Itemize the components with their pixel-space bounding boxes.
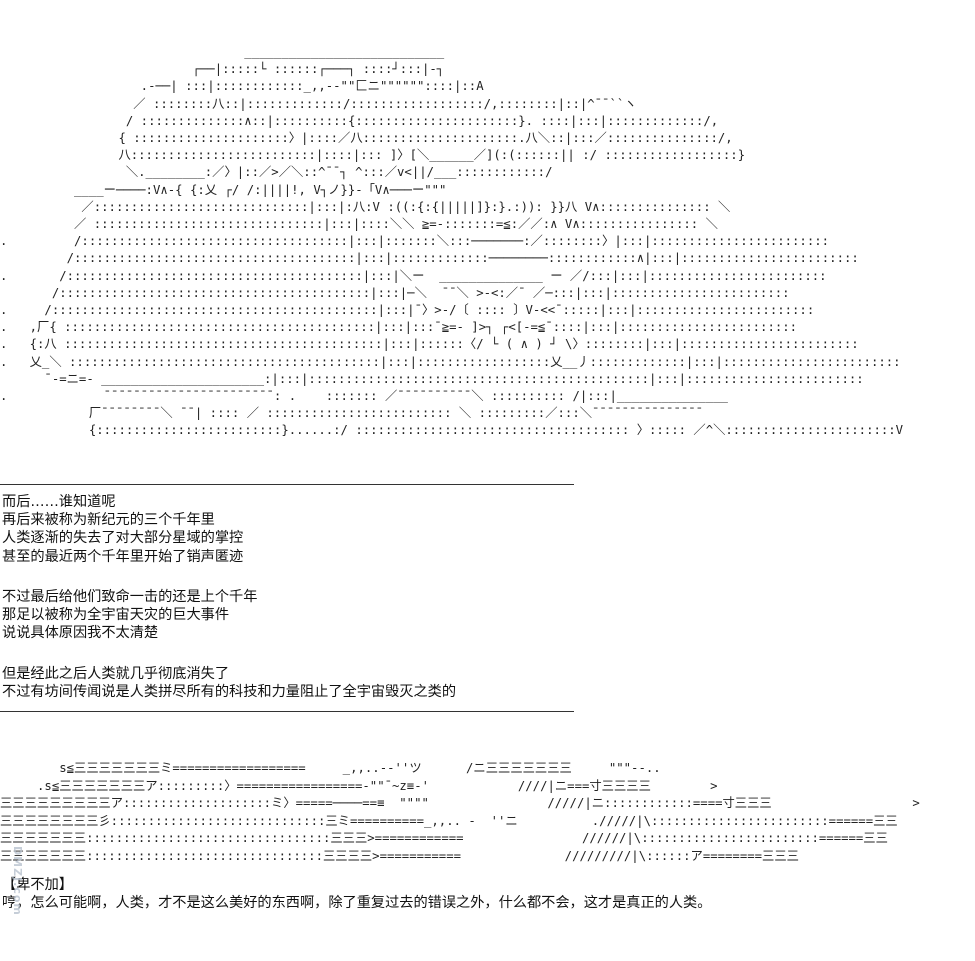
narration-line: 再后来被称为新纪元的三个千年里 <box>2 512 215 529</box>
narration-paragraph-3: 但是经此之后人类就几乎彻底消失了 不过有坊间传闻说是人类拼尽所有的科技和力量阻止… <box>2 665 456 701</box>
narration-line: 但是经此之后人类就几乎彻底消失了 <box>2 666 230 682</box>
narration-line: 人类逐渐的失去了对大部分星域的掌控 <box>2 530 244 547</box>
narration-line: 而后……谁知道呢 <box>2 494 116 510</box>
divider-bottom <box>0 711 574 712</box>
narration-line: 那足以被称为全宇宙天灾的巨大事件 <box>2 607 230 624</box>
narration-paragraph-1: 而后……谁知道呢 再后来被称为新纪元的三个千年里 人类逐渐的失去了对大部分星域的… <box>2 493 243 566</box>
narration-line: 不过最后给他们致命一击的还是上个千年 <box>2 589 258 605</box>
site-watermark: DMZJ.com <box>11 846 24 916</box>
dialogue-block: 【卑不加】 哼，怎么可能啊，人类，才不是这么美好的东西啊，除了重复过去的错误之外… <box>2 876 711 912</box>
ascii-art-bottom: s≦三三三三三三三ミ================== _,,..-‐''ツ … <box>0 761 920 863</box>
narration-paragraph-2: 不过最后给他们致命一击的还是上个千年 那足以被称为全宇宙天灾的巨大事件 说说具体… <box>2 588 257 643</box>
dialogue-line: 哼，怎么可能啊，人类，才不是这么美好的东西啊，除了重复过去的错误之外，什么都不会… <box>2 895 712 912</box>
ascii-art-top: ___________________________ ┌──|:::::└ :… <box>0 45 904 438</box>
speaker-name: 【卑不加】 <box>2 877 73 893</box>
narration-line: 说说具体原因我不太清楚 <box>2 625 159 642</box>
divider-top <box>0 484 574 485</box>
narration-line: 甚至的最近两个千年里开始了销声匿迹 <box>2 548 244 565</box>
narration-line: 不过有坊间传闻说是人类拼尽所有的科技和力量阻止了全宇宙毁灭之类的 <box>2 684 457 701</box>
